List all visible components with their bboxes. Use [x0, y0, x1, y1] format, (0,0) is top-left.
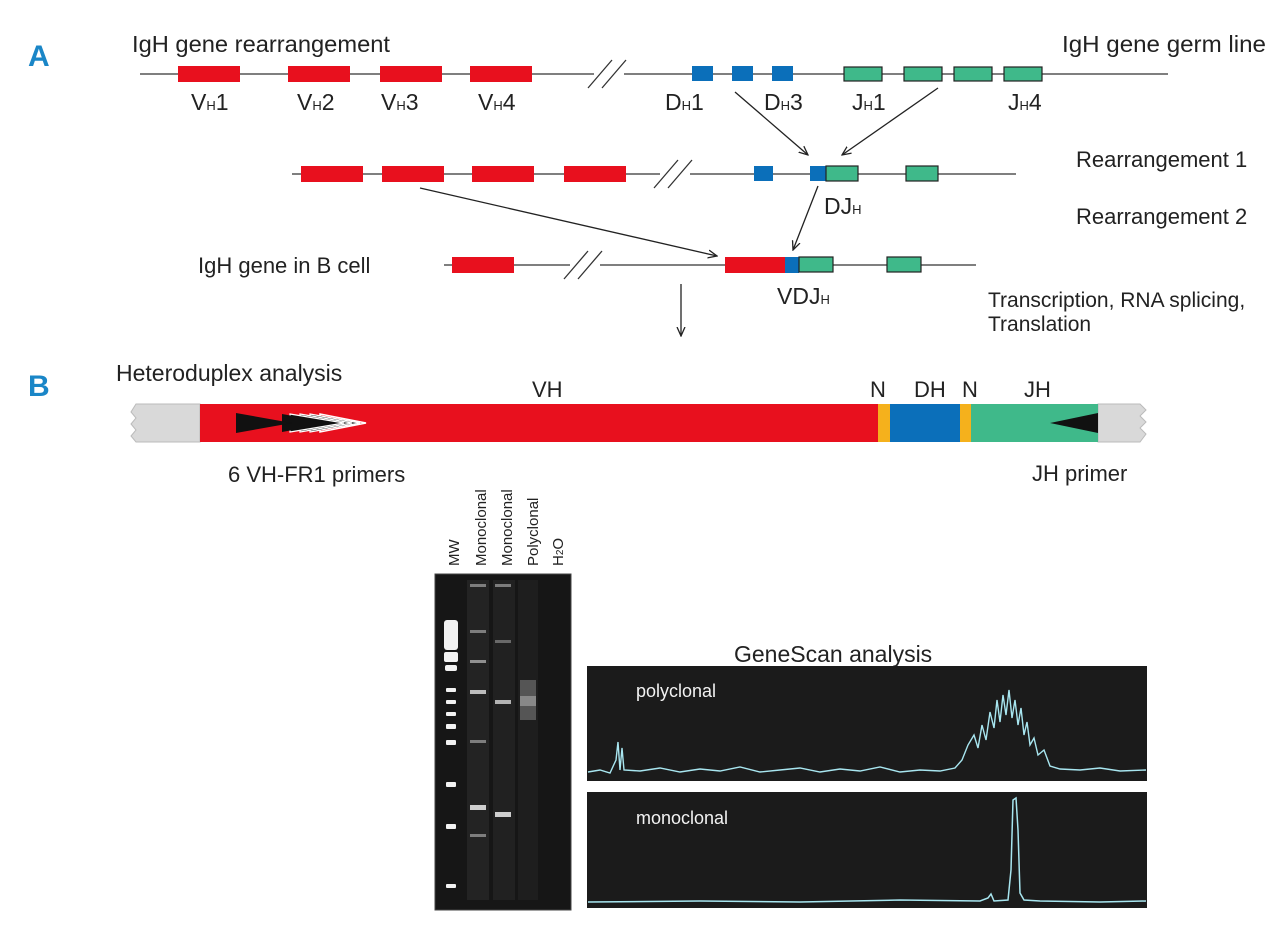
germline-row — [140, 59, 1168, 89]
dh3-segment — [772, 66, 793, 81]
lane-label-mw: MW — [446, 539, 463, 566]
arrow-jh-to-dj — [842, 87, 939, 155]
title-gene-rearrangement: IgH gene rearrangement — [132, 31, 391, 57]
jh3-segment — [953, 66, 993, 82]
genescan-monoclonal-panel: monoclonal — [587, 792, 1147, 908]
trace-label-polyclonal: polyclonal — [636, 681, 716, 701]
vh4-segment — [470, 66, 532, 82]
vh1-segment — [178, 66, 240, 82]
label-vh3: VH3 — [381, 89, 419, 115]
arrow-dh-to-dj — [734, 91, 808, 155]
segment-n2 — [960, 404, 971, 442]
vh3-segment — [380, 66, 442, 82]
bcell-row — [444, 250, 976, 280]
jh4-segment — [1003, 66, 1043, 82]
label-djh: DJH — [824, 193, 862, 219]
label-seg-dh: DH — [914, 377, 946, 402]
panel-a-letter: A — [28, 40, 50, 73]
panel-b-letter: B — [28, 370, 50, 403]
utr-right — [1097, 403, 1147, 443]
label-rearrangement-1: Rearrangement 1 — [1076, 147, 1247, 172]
label-dh3: DH3 — [764, 89, 803, 115]
jh-primer — [1050, 413, 1098, 433]
vh-primer-1 — [236, 413, 292, 433]
label-seg-n2: N — [962, 377, 978, 402]
arrow-vh-to-vdj — [419, 187, 717, 256]
label-vdjh: VDJH — [777, 283, 830, 309]
dh1-segment — [692, 66, 713, 81]
lane-label-h2o: H2O — [550, 538, 567, 566]
title-heteroduplex: Heteroduplex analysis — [116, 360, 342, 386]
jh1-segment — [843, 66, 883, 82]
label-vh2: VH2 — [297, 89, 335, 115]
arrow-dj-to-vdj — [793, 185, 819, 250]
transcript-bar — [130, 403, 1147, 443]
label-translation: Translation — [988, 313, 1091, 336]
gel-image — [434, 573, 572, 911]
germline-break — [587, 59, 627, 89]
rearr1-break — [653, 159, 693, 189]
gel-lane-labels: MW Monoclonal Monoclonal Polyclonal H2O — [446, 489, 567, 566]
polyclonal-trace — [587, 689, 1147, 774]
label-vh1: VH1 — [191, 89, 229, 115]
genescan-title: GeneScan analysis — [734, 641, 932, 667]
utr-left — [130, 403, 201, 443]
monoclonal-trace — [587, 796, 1147, 903]
label-vh4: VH4 — [478, 89, 516, 115]
segment-n1 — [878, 404, 890, 442]
label-bcell-gene: IgH gene in B cell — [198, 253, 370, 278]
label-seg-n1: N — [870, 377, 886, 402]
lane-label-monoclonal-2: Monoclonal — [499, 489, 516, 566]
vh-primer-2 — [282, 414, 332, 432]
lane-label-polyclonal: Polyclonal — [525, 498, 542, 566]
dh2-segment — [732, 66, 753, 81]
label-seg-jh: JH — [1024, 377, 1051, 402]
label-dh1: DH1 — [665, 89, 704, 115]
label-seg-vh: VH — [532, 377, 563, 402]
label-jh-primer: JH primer — [1032, 461, 1127, 486]
rearrangement-1-row — [292, 159, 1016, 189]
label-rearrangement-2: Rearrangement 2 — [1076, 204, 1247, 229]
vh2-segment — [288, 66, 350, 82]
label-vh-primers: 6 VH-FR1 primers — [228, 462, 405, 487]
segment-dh — [890, 404, 960, 442]
label-jh1: JH1 — [852, 89, 886, 115]
trace-label-monoclonal: monoclonal — [636, 808, 728, 828]
jh2-segment — [903, 66, 943, 82]
genescan-polyclonal-panel: polyclonal — [587, 666, 1147, 781]
title-germ-line: IgH gene germ line — [1062, 31, 1266, 57]
label-jh4: JH4 — [1008, 89, 1042, 115]
label-transcription: Transcription, RNA splicing, — [988, 289, 1245, 312]
bcell-break — [563, 250, 603, 280]
lane-label-monoclonal-1: Monoclonal — [473, 489, 490, 566]
